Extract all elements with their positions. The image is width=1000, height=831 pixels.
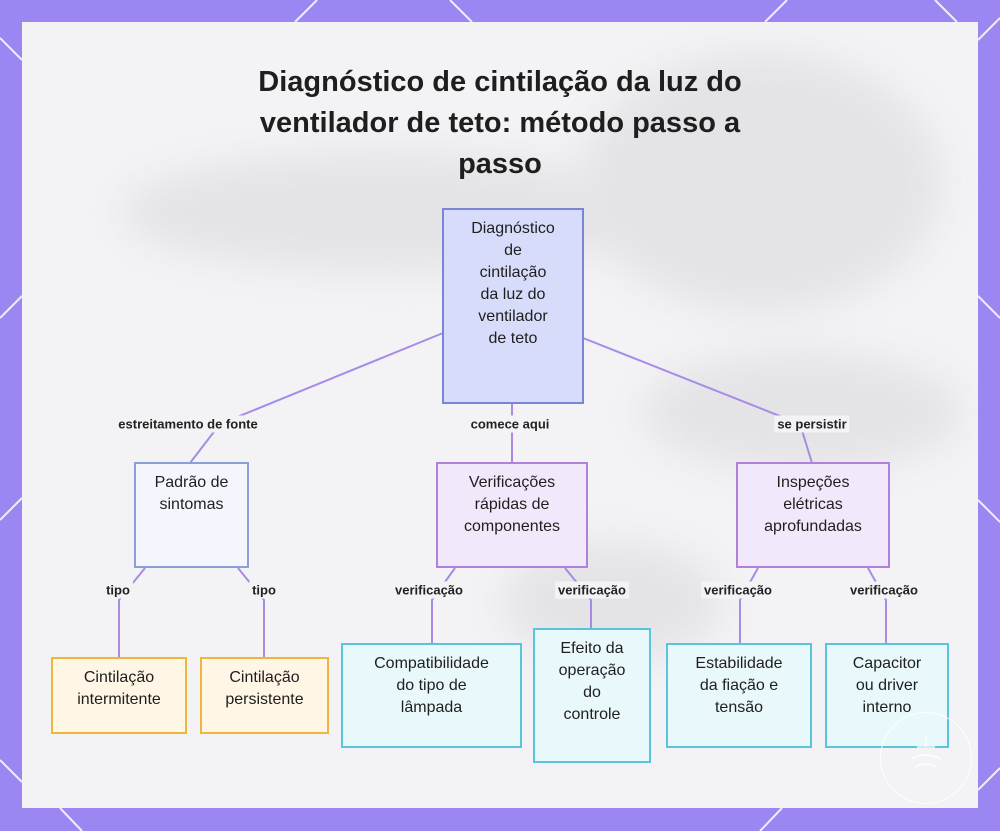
edge-label-check: verificação xyxy=(847,581,921,599)
edge-label-narrowing: estreitamento de fonte xyxy=(115,415,261,433)
edge-quick-lamp xyxy=(431,567,456,643)
edge-label-if-persists: se persistir xyxy=(774,415,850,433)
edge-root-symptoms xyxy=(189,332,444,464)
background-shape xyxy=(642,352,962,472)
edge-label-type: tipo xyxy=(249,581,279,599)
diagram-title: Diagnóstico de cintilação da luz do vent… xyxy=(258,66,742,180)
edge-electrical-wiring xyxy=(739,567,759,643)
edge-label-start-here: comece aqui xyxy=(467,415,553,433)
edge-root-electrical xyxy=(582,337,813,464)
edge-symptoms-persistent xyxy=(237,567,265,657)
edge-label-check: verificação xyxy=(555,581,629,599)
edge-quick-control xyxy=(564,567,592,628)
background-shape xyxy=(582,52,942,312)
edge-label-check: verificação xyxy=(701,581,775,599)
edge-electrical-capacitor xyxy=(867,567,887,643)
edge-symptoms-intermittent xyxy=(118,567,146,657)
watermark-icon xyxy=(880,712,972,804)
edge-label-type: tipo xyxy=(103,581,133,599)
edge-label-check: verificação xyxy=(392,581,466,599)
